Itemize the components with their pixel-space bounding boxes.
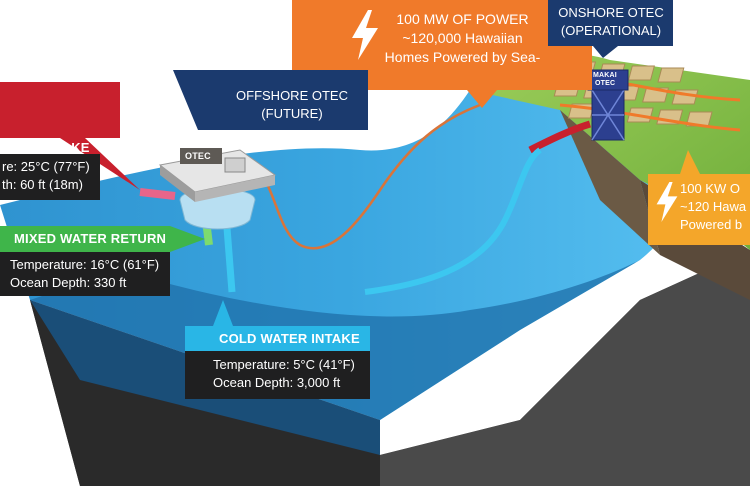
warm-intake-tag-shape — [0, 82, 140, 190]
tower-label-top: MAKAI — [593, 72, 617, 79]
lightning-bolt-icon — [352, 10, 378, 60]
mixed-return-line1: Temperature: 16°C (61°F) — [10, 257, 160, 272]
warm-intake-line2: th: 60 ft (18m) — [2, 177, 83, 192]
offshore-callout-shape — [168, 70, 368, 130]
power-100kw-callout: 100 KW O ~120 Hawa Powered b — [680, 180, 750, 234]
tower-label-bottom: OTEC — [595, 80, 616, 87]
power-100mw-callout: 100 MW OF POWER ~120,000 Hawaiian Homes … — [380, 10, 545, 67]
mixed-return-tag-shape — [0, 226, 205, 252]
offshore-line1: OFFSHORE OTEC — [236, 88, 348, 103]
cold-intake-line2: Ocean Depth: 3,000 ft — [213, 375, 341, 390]
warm-water-intake-pipe — [139, 188, 176, 200]
offshore-line2: (FUTURE) — [261, 106, 323, 121]
onshore-otec-tower — [587, 69, 629, 141]
cold-water-onshore-pipe — [364, 147, 542, 295]
cold-intake-details: Temperature: 5°C (41°F) Ocean Depth: 3,0… — [185, 351, 370, 399]
warm-intake-details: re: 25°C (77°F) th: 60 ft (18m) — [0, 154, 100, 200]
offshore-otec-platform — [158, 148, 277, 230]
power-100mw-line3: Homes Powered by Sea- — [384, 49, 541, 65]
onshore-line1: ONSHORE OTEC — [558, 5, 664, 20]
power-100kw-callout-shape — [648, 150, 750, 245]
cold-intake-title: COLD WATER INTAKE — [219, 331, 360, 346]
onshore-callout: ONSHORE OTEC (OPERATIONAL) — [552, 4, 670, 40]
warm-intake-title: ATER INTAKE — [2, 140, 90, 155]
offshore-callout: OFFSHORE OTEC (FUTURE) — [222, 87, 362, 123]
power-cable — [249, 103, 481, 250]
mixed-return-title: MIXED WATER RETURN — [14, 231, 167, 246]
power-100kw-line2: ~120 Hawa — [680, 199, 747, 214]
platform-label: OTEC — [185, 151, 211, 161]
power-100kw-line3: Powered b — [680, 217, 743, 232]
power-100mw-line2: ~120,000 Hawaiian — [402, 30, 523, 46]
onshore-line2: (OPERATIONAL) — [560, 23, 662, 38]
cold-intake-tag-shape — [185, 300, 370, 356]
onshore-callout-shape — [548, 0, 673, 58]
mixed-return-details: Temperature: 16°C (61°F) Ocean Depth: 33… — [0, 252, 170, 296]
lightning-bolt-icon — [656, 182, 678, 222]
mixed-return-line2: Ocean Depth: 330 ft — [10, 275, 127, 290]
cold-intake-line1: Temperature: 5°C (41°F) — [213, 357, 355, 372]
power-100kw-line1: 100 KW O — [680, 181, 740, 196]
power-100mw-line1: 100 MW OF POWER — [396, 11, 529, 27]
warm-intake-line1: re: 25°C (77°F) — [2, 159, 90, 174]
